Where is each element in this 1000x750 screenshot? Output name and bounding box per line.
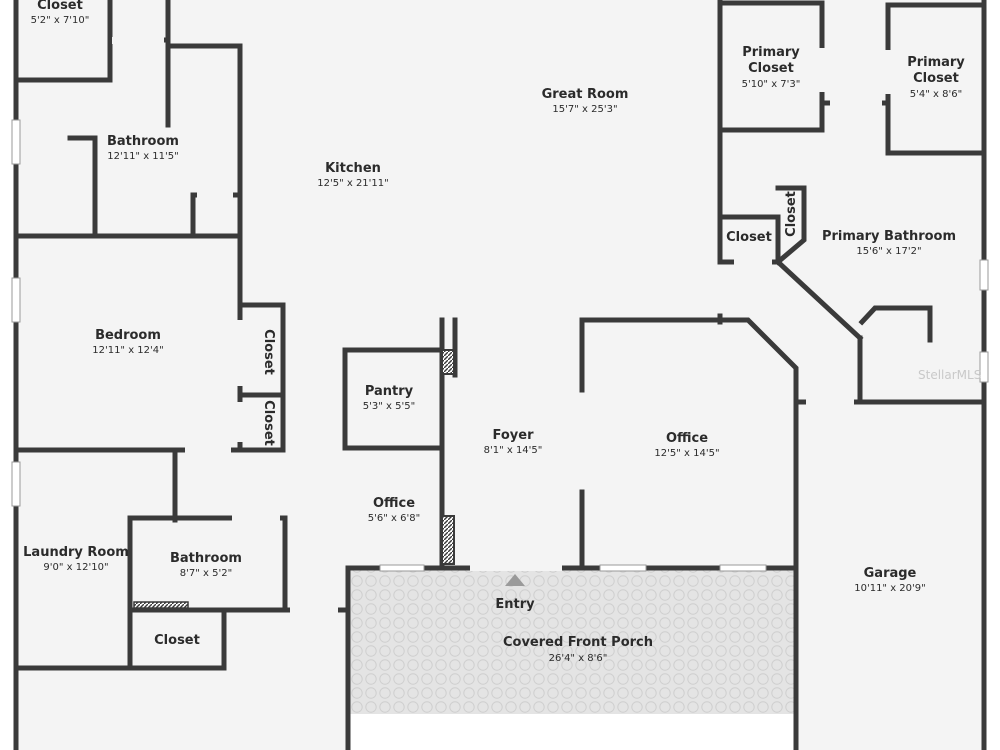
column-hatch <box>441 349 455 375</box>
room-name: Closet <box>726 230 772 245</box>
room-dim: 8'1" x 14'5" <box>484 445 543 456</box>
room-name: Bathroom <box>170 551 242 566</box>
watermark: StellarMLS <box>918 368 981 382</box>
room-dim: 5'2" x 7'10" <box>31 15 90 26</box>
room-name: Pantry <box>365 384 414 399</box>
room-name: Office <box>373 496 415 511</box>
room-name: Closet <box>748 61 794 76</box>
room-name: Kitchen <box>325 161 381 176</box>
outside-area <box>0 0 14 750</box>
room-dim: 10'11" x 20'9" <box>854 583 926 594</box>
room-dim: 15'6" x 17'2" <box>856 246 921 257</box>
entry-arrow-icon <box>505 574 525 586</box>
room-dim: 15'7" x 25'3" <box>552 104 617 115</box>
room-dim: 9'0" x 12'10" <box>43 562 108 573</box>
room-name: Primary <box>907 55 965 70</box>
room-dim: 5'6" x 6'8" <box>368 513 420 524</box>
room-name: Foyer <box>493 428 535 443</box>
column-hatch <box>441 515 455 565</box>
room-name: Entry <box>495 597 535 612</box>
room-name: Primary Bathroom <box>822 229 956 244</box>
outside-area-right <box>986 0 1000 750</box>
room-name: Primary <box>742 45 800 60</box>
room-dim: 5'10" x 7'3" <box>742 79 801 90</box>
room-dim: 5'4" x 8'6" <box>910 89 962 100</box>
lower-walkway <box>348 714 794 750</box>
room-dim: 8'7" x 5'2" <box>180 568 232 579</box>
room-name: Closet <box>154 633 200 648</box>
room-dim: 5'3" x 5'5" <box>363 401 415 412</box>
room-name: Closet <box>784 191 799 237</box>
column-hatch <box>133 601 189 609</box>
room-name: Closet <box>261 329 276 375</box>
openings <box>112 37 892 614</box>
room-name: Covered Front Porch <box>503 635 653 650</box>
room-name: Bedroom <box>95 328 161 343</box>
room-name: Bathroom <box>107 134 179 149</box>
room-name: Garage <box>864 566 917 581</box>
room-name: Laundry Room <box>23 545 129 560</box>
room-name: Great Room <box>542 87 629 102</box>
room-name: Closet <box>261 400 276 446</box>
room-dim: 12'5" x 14'5" <box>654 448 719 459</box>
room-name: Office <box>666 431 708 446</box>
room-dim: 12'11" x 11'5" <box>107 151 179 162</box>
room-dim: 12'11" x 12'4" <box>92 345 164 356</box>
room-dim: 26'4" x 8'6" <box>549 653 608 664</box>
room-name: Closet <box>913 71 959 86</box>
room-name: Closet <box>37 0 83 13</box>
porch-floor <box>348 568 794 714</box>
room-dim: 12'5" x 21'11" <box>317 178 389 189</box>
windows <box>11 119 989 572</box>
